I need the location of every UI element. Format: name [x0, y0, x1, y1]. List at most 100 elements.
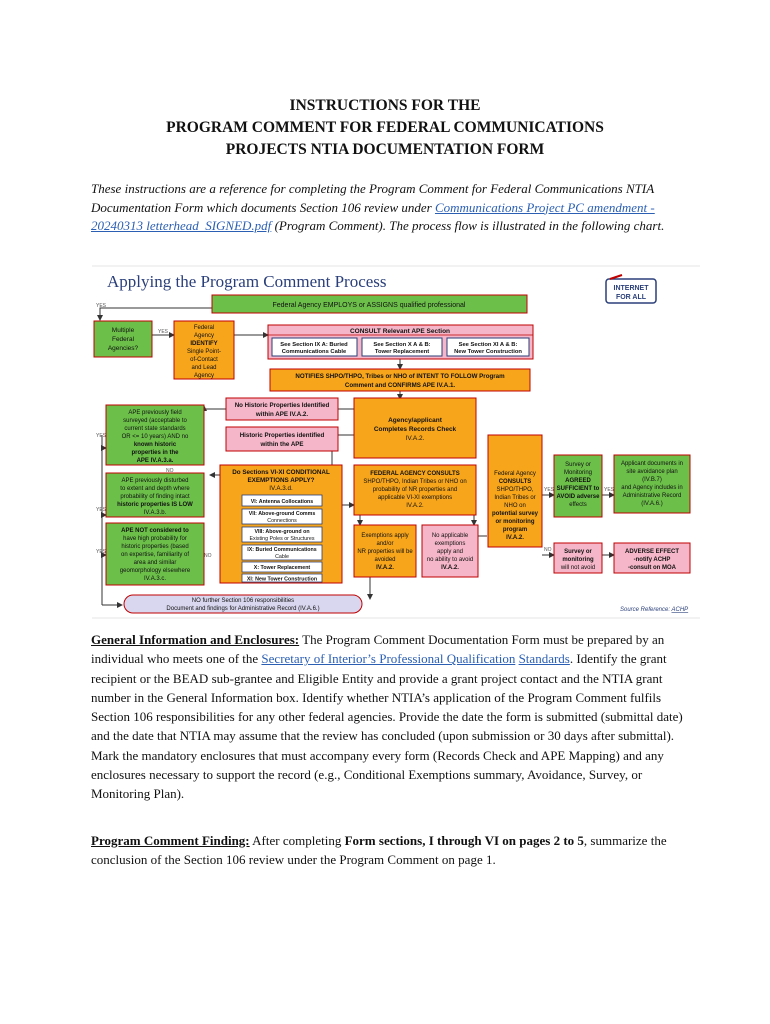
svg-text:SHPO/THPO, Indian Tribes or NH: SHPO/THPO, Indian Tribes or NHO on: [363, 479, 466, 485]
source-link-achp: ACHP: [670, 607, 688, 613]
standards-link[interactable]: Standards: [518, 651, 570, 667]
svg-text:area and similar: area and similar: [134, 560, 177, 566]
label-yes-1: YES: [96, 303, 107, 309]
flowchart-svg: Applying the Program Comment Process INT…: [92, 265, 700, 619]
svg-text:will not avoid: will not avoid: [560, 565, 595, 571]
svg-text:Completes Records Check: Completes Records Check: [374, 426, 457, 433]
svg-text:of-Contact: of-Contact: [190, 357, 218, 363]
svg-text:program: program: [503, 527, 527, 533]
ape-disturbed-box: [105, 472, 205, 518]
title-line-1: INSTRUCTIONS FOR THE: [289, 97, 481, 114]
svg-text:ADVERSE EFFECT: ADVERSE EFFECT: [625, 549, 679, 555]
multiple-agencies-text: Multiple Federal Agencies?: [108, 327, 139, 352]
svg-text:Document and findings for Admi: Document and findings for Administrative…: [166, 606, 319, 612]
svg-text:IV.A.3.d.: IV.A.3.d.: [269, 485, 293, 492]
svg-text:historic properties (based: historic properties (based: [121, 544, 188, 550]
flowchart-heading: Applying the Program Comment Process: [107, 272, 387, 291]
svg-text:have high probability for: have high probability for: [123, 536, 187, 542]
notifies-text: NOTIFIES SHPO/THPO, Tribes or NHO of INT…: [295, 373, 505, 389]
finding-bold: Form sections, I through VI on pages 2 t…: [344, 833, 584, 848]
identify-poc-box: [173, 320, 235, 380]
svg-text:monitoring: monitoring: [562, 557, 594, 563]
fed-consults-box: [353, 464, 477, 516]
svg-text:IV.A.2.: IV.A.2.: [506, 535, 524, 541]
finding-text-2: , summarize the conclusion of the Sectio…: [91, 833, 667, 868]
title-line-2: PROGRAM COMMENT FOR FEDERAL COMMUNICATIO…: [166, 119, 604, 136]
adverse-text: ADVERSE EFFECT -notify ACHP -consult on …: [625, 549, 679, 571]
label-yes-4: YES: [96, 507, 107, 513]
svg-text:IV.A.2.: IV.A.2.: [441, 565, 459, 571]
svg-text:or monitoring: or monitoring: [496, 519, 535, 525]
svg-text:-notify ACHP: -notify ACHP: [634, 557, 671, 563]
employs-box: [211, 294, 528, 314]
svg-text:No applicable: No applicable: [432, 533, 469, 539]
program-comment-link[interactable]: Communications Project PC amendment - 20…: [91, 199, 655, 234]
svg-text:(IV.A.6.): (IV.A.6.): [641, 501, 662, 507]
svg-text:NO further Section 106 respons: NO further Section 106 responsibilities: [192, 598, 294, 604]
svg-text:Federal: Federal: [112, 336, 135, 343]
intro-text-before: These instructions are a reference for c…: [91, 181, 654, 215]
svg-text:Administrative Record: Administrative Record: [623, 493, 682, 499]
no-exemptions-box: [421, 524, 479, 578]
survey-void-text: Survey or monitoring will not avoid: [560, 549, 595, 571]
logo-line-1: INTERNET: [614, 285, 650, 292]
program-comment-finding-paragraph: Program Comment Finding: After completin…: [91, 831, 701, 870]
svg-text:SHPO/THPO,: SHPO/THPO,: [496, 487, 533, 493]
svg-text:apply and: apply and: [437, 549, 463, 555]
svg-text:Federal: Federal: [194, 325, 214, 331]
document-title: INSTRUCTIONS FOR THE PROGRAM COMMENT FOR…: [0, 95, 770, 161]
svg-text:Agency/applicant: Agency/applicant: [388, 417, 443, 424]
ape-new-line1: See Section XI A & B:: [459, 342, 518, 348]
svg-text:IV.A.2.: IV.A.2.: [406, 503, 424, 509]
historic-text: Historic Properties identified within th…: [240, 432, 325, 448]
svg-text:probability of NR properties a: probability of NR properties and: [373, 487, 457, 493]
svg-text:NOTIFIES SHPO/THPO, Tribes or: NOTIFIES SHPO/THPO, Tribes or NHO of INT…: [295, 373, 505, 380]
svg-text:Monitoring: Monitoring: [564, 470, 592, 476]
svg-text:Agency: Agency: [194, 373, 214, 379]
exemption-vii-a: VII: Above-ground Comms: [249, 511, 316, 517]
svg-text:IV.A.2.: IV.A.2.: [376, 565, 394, 571]
svg-text:Comment and CONFIRMS APE IV.A: Comment and CONFIRMS APE IV.A.1.: [345, 382, 456, 389]
svg-text:Applicant documents in: Applicant documents in: [621, 461, 683, 467]
label-no-3: NO: [204, 553, 212, 559]
exemption-list: VI: Antenna Collocations VII: Above-grou…: [241, 494, 323, 583]
svg-text:Federal Agency: Federal Agency: [494, 471, 536, 477]
ape-not-box: [105, 522, 205, 586]
records-check-text: Agency/applicant Completes Records Check…: [374, 417, 457, 442]
svg-text:APE previously disturbed: APE previously disturbed: [121, 478, 188, 484]
exemption-x: X: Tower Replacement: [254, 565, 311, 571]
ape-buried-line2: Communications Cable: [282, 349, 347, 355]
svg-text:potential survey: potential survey: [492, 511, 539, 517]
svg-text:APE previously field: APE previously field: [128, 410, 181, 416]
svg-text:Single Point-: Single Point-: [187, 349, 221, 355]
svg-text:APE IV.A.3.a.: APE IV.A.3.a.: [137, 458, 174, 464]
svg-text:Do Sections VI-XI CONDITIONAL: Do Sections VI-XI CONDITIONAL: [232, 469, 330, 476]
fed-consults-text: FEDERAL AGENCY CONSULTS SHPO/THPO, India…: [363, 471, 466, 509]
svg-text:IDENTIFY: IDENTIFY: [190, 341, 217, 347]
ape-surveyed-text: APE previously field surveyed (acceptabl…: [122, 410, 189, 464]
svg-text:IV.A.3.c.: IV.A.3.c.: [144, 576, 166, 582]
svg-text:site avoidance plan: site avoidance plan: [626, 469, 677, 475]
svg-text:surveyed (acceptable to: surveyed (acceptable to: [123, 418, 187, 424]
svg-text:APE NOT considered to: APE NOT considered to: [121, 528, 189, 534]
svg-text:Agency: Agency: [194, 333, 214, 339]
svg-text:to extent and depth where: to extent and depth where: [120, 486, 190, 492]
general-information-paragraph: General Information and Enclosures: The …: [91, 630, 701, 804]
svg-text:EXEMPTIONS APPLY?: EXEMPTIONS APPLY?: [247, 477, 314, 484]
exemption-ix-b: Cable: [275, 554, 289, 560]
exemptions-apply-box: [353, 524, 417, 578]
adverse-effect-box: [613, 542, 691, 574]
ape-surveyed-box: [105, 404, 205, 466]
secretary-qualifications-link[interactable]: Secretary of Interior’s Professional Qua…: [261, 651, 516, 667]
notifies-box: [269, 368, 531, 392]
applicant-docs-text: Applicant documents in site avoidance pl…: [621, 461, 683, 507]
label-yes-5: YES: [96, 549, 107, 555]
svg-text:NHO on: NHO on: [504, 503, 526, 509]
applicant-docs-box: [613, 454, 691, 514]
ape-disturbed-text: APE previously disturbed to extent and d…: [117, 478, 193, 516]
svg-text:no ability to avoid: no ability to avoid: [427, 557, 473, 563]
exemption-xi: XI: New Tower Construction: [247, 577, 317, 583]
svg-text:within APE IV.A.2.: within APE IV.A.2.: [255, 411, 308, 418]
svg-text:Historic Properties identified: Historic Properties identified: [240, 432, 325, 439]
svg-text:effects: effects: [569, 502, 587, 508]
